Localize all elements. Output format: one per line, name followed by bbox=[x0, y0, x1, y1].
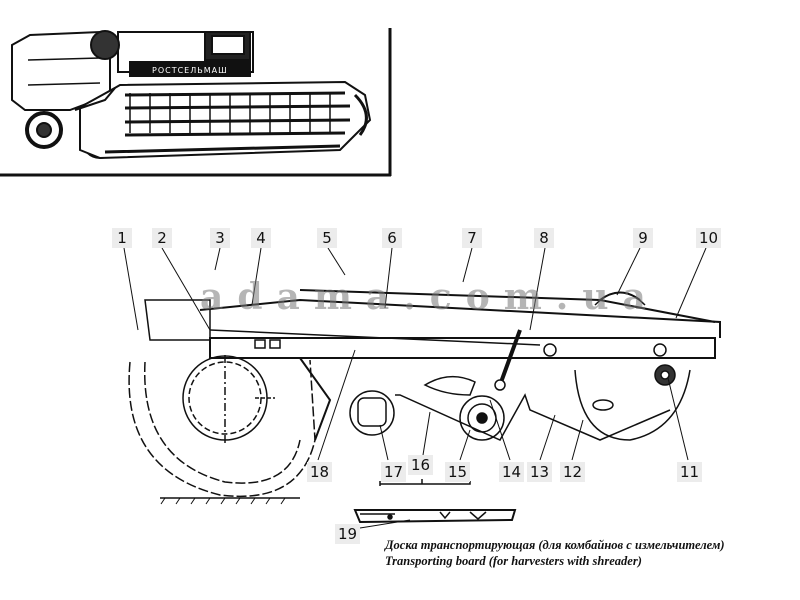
callout-2: 2 bbox=[152, 228, 172, 248]
callout-16: 16 bbox=[408, 455, 434, 475]
callout-17: 17 bbox=[381, 462, 407, 482]
callout-4: 4 bbox=[251, 228, 271, 248]
callout-19: 19 bbox=[335, 524, 361, 544]
callout-14: 14 bbox=[499, 462, 525, 482]
callout-10: 10 bbox=[696, 228, 722, 248]
callout-9: 9 bbox=[633, 228, 653, 248]
leader-lines bbox=[123, 247, 707, 529]
feeder-frame bbox=[144, 289, 721, 441]
callout-12: 12 bbox=[560, 462, 586, 482]
caption-english: Transporting board (for harvesters with … bbox=[385, 554, 642, 568]
combine-harvester-illustration bbox=[11, 30, 372, 160]
callout-3: 3 bbox=[210, 228, 230, 248]
group-bracket-15-17 bbox=[379, 479, 471, 486]
callout-15: 15 bbox=[445, 462, 471, 482]
caption-russian: Доска транспортирующая (для комбайнов с … bbox=[385, 538, 725, 552]
machine-badge: РОСТСЕЛЬМАШ bbox=[152, 66, 228, 75]
transporting-board bbox=[353, 509, 517, 524]
thumbnail-frame bbox=[0, 28, 392, 177]
front-wheel bbox=[128, 355, 316, 505]
callout-18: 18 bbox=[307, 462, 333, 482]
callout-5: 5 bbox=[317, 228, 337, 248]
callout-1: 1 bbox=[112, 228, 132, 248]
callout-6: 6 bbox=[382, 228, 402, 248]
callout-11: 11 bbox=[677, 462, 703, 482]
callout-8: 8 bbox=[534, 228, 554, 248]
drive-pulleys bbox=[349, 291, 691, 441]
callout-7: 7 bbox=[462, 228, 482, 248]
callout-13: 13 bbox=[527, 462, 553, 482]
